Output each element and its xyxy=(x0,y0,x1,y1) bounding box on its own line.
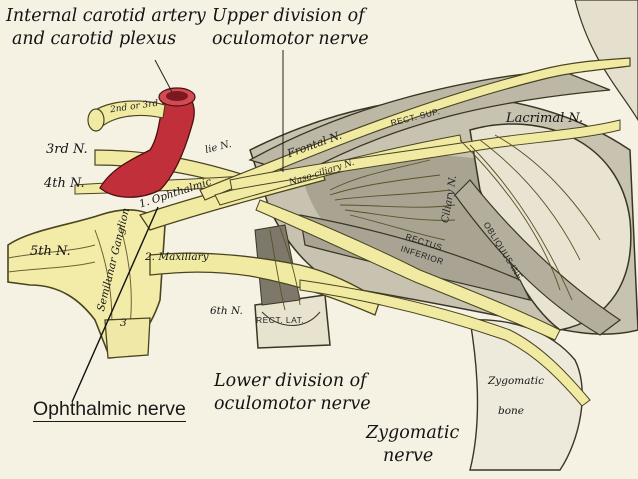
zygomatic-nerve xyxy=(299,279,591,407)
label-fourth-n: 4th N. xyxy=(44,176,85,191)
label-zygomatic-bone-2: bone xyxy=(498,405,525,417)
maxillary-nerve xyxy=(149,252,381,316)
mandibular-stump xyxy=(104,317,151,359)
caption-ophthalmic-nerve: Ophthalmic nerve xyxy=(33,398,186,423)
label-zygomatic-nerve-1: Zygomatic xyxy=(366,423,460,443)
label-sixth-n: 6th N. xyxy=(210,305,243,317)
label-rect-lat: RECT. LAT. xyxy=(256,315,305,325)
label-carotid-plexus: and carotid plexus xyxy=(12,29,177,49)
obliquus-inferior-muscle xyxy=(454,179,622,336)
label-lower-division: Lower division of xyxy=(214,371,367,391)
rectus-lateral-muscle xyxy=(254,294,331,349)
ciliary-fibers xyxy=(269,134,601,311)
label-third-n: 3rd N. xyxy=(46,142,88,157)
lower-oculomotor-division xyxy=(255,199,561,341)
label-upper-division: Upper division of xyxy=(212,6,365,26)
rectus-superior-muscle xyxy=(248,69,611,176)
internal-carotid-artery xyxy=(99,91,195,198)
label-maxillary: 2. Maxillary xyxy=(145,251,209,263)
upper-nerve-loop xyxy=(91,100,166,129)
lacrimal-nerve xyxy=(229,119,621,191)
label-internal-carotid: Internal carotid artery xyxy=(6,6,206,26)
label-lacrimal: Lacrimal N. xyxy=(506,111,584,126)
label-zygomatic-nerve-2: nerve xyxy=(383,446,434,466)
frontal-nerve xyxy=(199,57,631,201)
label-zygomatic-bone-1: Zygomatic xyxy=(488,375,544,387)
label-third-division: 3 xyxy=(120,317,127,329)
label-fifth-n: 5th N. xyxy=(30,244,71,259)
rectus-inferior-muscle xyxy=(299,214,532,301)
label-oculomotor-lower: oculomotor nerve xyxy=(214,394,371,414)
caption-pointer-line xyxy=(71,206,159,403)
label-oculomotor-upper: oculomotor nerve xyxy=(212,29,369,49)
